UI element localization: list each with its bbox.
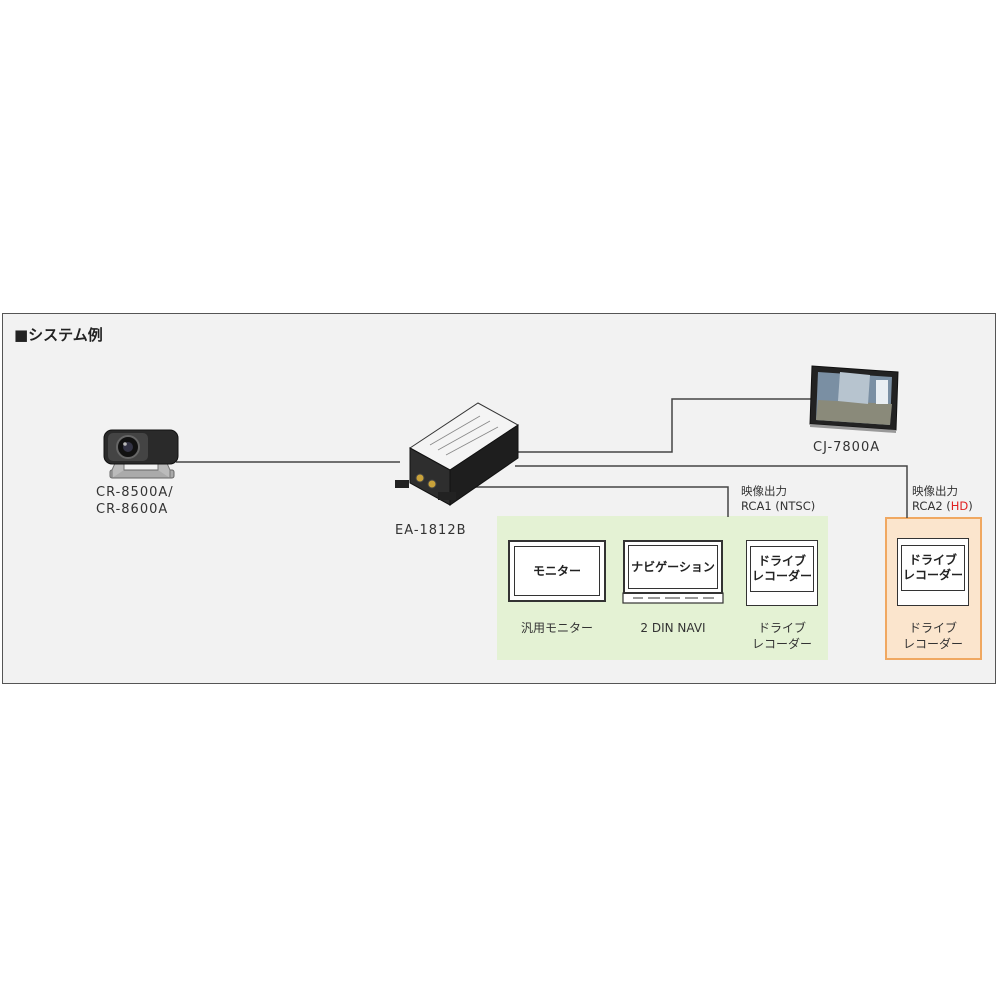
rca1-line2: RCA1 (NTSC) xyxy=(741,499,816,513)
navi-device: ナビゲーション xyxy=(623,540,723,594)
display-unit-label: CJ-7800A xyxy=(813,440,881,455)
recorder-hd-screen-line1: ドライブ xyxy=(908,553,957,567)
recorder-ntsc-screen: ドライブ レコーダー xyxy=(750,546,814,592)
hd-badge: HD xyxy=(950,499,969,513)
rca2-line1: 映像出力 xyxy=(912,484,958,498)
monitor-caption: 汎用モニター xyxy=(520,621,593,635)
camera-icon xyxy=(103,429,179,479)
diagram-title: ■システム例 xyxy=(14,326,103,344)
display-unit-icon xyxy=(809,365,899,433)
converter-label: EA-1812B xyxy=(395,523,467,538)
navi-button-strip xyxy=(622,592,724,604)
rca1-output-label: 映像出力 RCA1 (NTSC) xyxy=(741,484,815,514)
camera-label-line2: CR-8600A xyxy=(96,502,169,517)
recorder-ntsc-caption-line2: レコーダー xyxy=(751,637,812,651)
monitor-device: モニター xyxy=(508,540,606,602)
recorder-ntsc-screen-line1: ドライブ xyxy=(757,554,806,568)
rca2-output-label: 映像出力 RCA2 (HD) xyxy=(912,484,973,514)
navi-screen: ナビゲーション xyxy=(628,545,718,589)
camera-label: CR-8500A/ CR-8600A xyxy=(96,484,174,518)
rca2-line2: RCA2 (HD) xyxy=(912,499,973,513)
recorder-hd-device: ドライブ レコーダー xyxy=(897,538,969,606)
wire-converter-to-display xyxy=(515,398,812,453)
recorder-hd-caption: ドライブ レコーダー xyxy=(891,620,975,652)
wire-converter-to-rca2 xyxy=(515,465,908,518)
converter-icon xyxy=(395,402,519,506)
recorder-ntsc-device: ドライブ レコーダー xyxy=(746,540,818,606)
recorder-hd-caption-line1: ドライブ xyxy=(908,621,957,635)
recorder-ntsc-caption-line1: ドライブ xyxy=(757,621,806,635)
recorder-hd-screen: ドライブ レコーダー xyxy=(901,545,965,591)
recorder-hd-caption-line2: レコーダー xyxy=(902,637,963,651)
monitor-screen: モニター xyxy=(514,546,600,596)
recorder-ntsc-caption: ドライブ レコーダー xyxy=(740,620,824,652)
wire-converter-to-rca1 xyxy=(470,486,729,517)
rca1-line1: 映像出力 xyxy=(741,484,787,498)
recorder-hd-screen-line2: レコーダー xyxy=(902,568,963,582)
camera-label-line1: CR-8500A/ xyxy=(96,485,174,500)
navi-caption: 2 DIN NAVI xyxy=(640,621,706,635)
recorder-ntsc-screen-line2: レコーダー xyxy=(751,569,812,583)
